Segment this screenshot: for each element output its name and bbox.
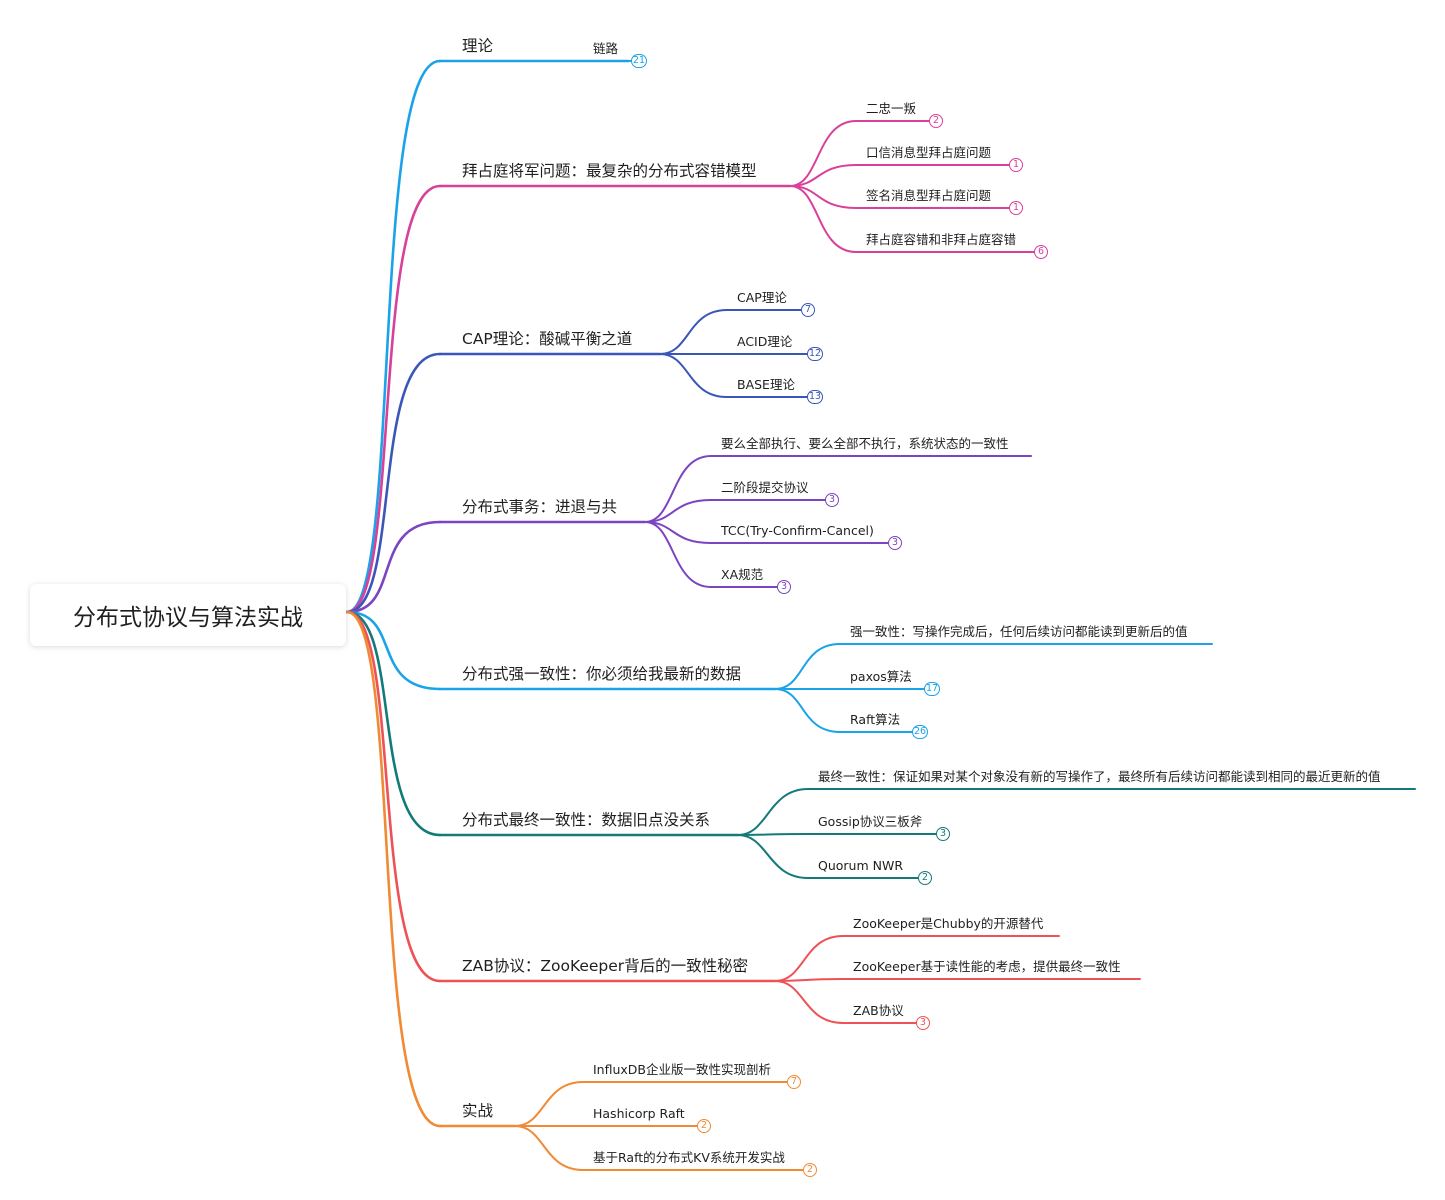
branch-topic-5[interactable]: 分布式强一致性：你必须给我最新的数据 [462,665,742,683]
subtopic-connector [737,834,809,879]
subtopic-label[interactable]: 二阶段提交协议 [721,480,809,495]
collapsed-count-badge[interactable]: 7 [787,1075,801,1089]
branch-connector [345,520,442,614]
subtopic-connector [774,980,844,1024]
subtopic-connector [737,788,809,836]
subtopic-connector [774,688,841,733]
subtopic-label[interactable]: paxos算法 [850,669,912,684]
branch-connector [345,352,442,614]
collapsed-count-badge[interactable]: 2 [803,1163,817,1177]
collapsed-count-badge[interactable]: 3 [888,536,902,550]
subtopic-label[interactable]: XA规范 [721,567,764,582]
collapsed-count-badge[interactable]: 1 [1009,158,1023,172]
branch-topic-2[interactable]: 拜占庭将军问题：最复杂的分布式容错模型 [462,162,757,180]
subtopic-connector [774,643,841,690]
branch-connector [345,610,442,1128]
subtopic-label[interactable]: ZAB协议 [853,1003,904,1018]
subtopic-connector [659,309,728,355]
subtopic-label[interactable]: 最终一致性：保证如果对某个对象没有新的写操作了，最终所有后续访问都能读到相同的最… [818,769,1381,784]
branch-topic-3[interactable]: CAP理论：酸碱平衡之道 [462,330,633,348]
root-topic-label: 分布式协议与算法实战 [73,605,303,631]
subtopic-label[interactable]: ZooKeeper是Chubby的开源替代 [853,916,1044,931]
collapsed-count-badge[interactable]: 2 [697,1119,711,1133]
subtopic-connector [774,978,844,982]
branch-topic-7[interactable]: ZAB协议：ZooKeeper背后的一致性秘密 [462,957,749,975]
branch-connector [345,59,442,614]
collapsed-count-badge[interactable]: 13 [807,390,824,404]
collapsed-count-badge[interactable]: 3 [825,493,839,507]
branch-connector [345,610,442,691]
collapsed-count-badge[interactable]: 3 [936,827,950,841]
subtopic-label[interactable]: 拜占庭容错和非拜占庭容错 [866,232,1017,247]
subtopic-label[interactable]: 强一致性：写操作完成后，任何后续访问都能读到更新后的值 [850,624,1188,639]
branch-connector [345,610,442,983]
subtopic-connector [659,353,728,398]
collapsed-count-badge[interactable]: 21 [631,54,648,68]
subtopic-connector [514,1125,584,1171]
subtopic-label[interactable]: 口信消息型拜占庭问题 [866,145,992,160]
collapsed-count-badge[interactable]: 2 [929,114,943,128]
collapsed-count-badge[interactable]: 17 [924,682,941,696]
subtopic-label[interactable]: Quorum NWR [818,858,904,873]
subtopic-label[interactable]: Raft算法 [850,712,901,727]
collapsed-count-badge[interactable]: 2 [918,871,932,885]
branch-connector [345,610,442,837]
subtopic-label[interactable]: TCC(Try-Confirm-Cancel) [721,523,874,538]
subtopic-connector [789,164,857,187]
subtopic-label[interactable]: 签名消息型拜占庭问题 [866,188,992,203]
subtopic-label[interactable]: 基于Raft的分布式KV系统开发实战 [593,1150,785,1165]
subtopic-label[interactable]: Hashicorp Raft [593,1106,685,1121]
branch-topic-8[interactable]: 实战 [462,1102,494,1120]
subtopic-label[interactable]: BASE理论 [737,377,795,392]
subtopic-connector [644,499,712,523]
subtopic-connector [789,185,857,209]
subtopic-label[interactable]: 要么全部执行、要么全部不执行，系统状态的一致性 [721,436,1009,451]
subtopic-label[interactable]: ACID理论 [737,334,793,349]
subtopic-connector [737,833,809,836]
collapsed-count-badge[interactable]: 12 [807,347,824,361]
subtopic-label[interactable]: 链路 [593,41,619,56]
subtopic-label[interactable]: Gossip协议三板斧 [818,814,923,829]
collapsed-count-badge[interactable]: 7 [801,303,815,317]
collapsed-count-badge[interactable]: 3 [916,1016,930,1030]
branch-topic-4[interactable]: 分布式事务：进退与共 [462,498,618,516]
branch-connector [345,184,442,614]
subtopic-label[interactable]: InfluxDB企业版一致性实现剖析 [593,1062,772,1077]
subtopic-connector [774,935,844,982]
subtopic-connector [789,185,857,253]
collapsed-count-badge[interactable]: 26 [912,725,929,739]
subtopic-label[interactable]: ZooKeeper基于读性能的考虑，提供最终一致性 [853,959,1121,974]
root-topic[interactable]: 分布式协议与算法实战 [30,584,346,646]
subtopic-connector [644,455,712,523]
subtopic-connector [514,1081,584,1127]
branch-topic-1[interactable]: 理论 [462,37,494,55]
subtopic-connector [789,120,857,187]
collapsed-count-badge[interactable]: 1 [1009,201,1023,215]
subtopic-label[interactable]: CAP理论 [737,290,787,305]
collapsed-count-badge[interactable]: 3 [777,580,791,594]
subtopic-label[interactable]: 二忠一叛 [866,101,917,116]
subtopic-connector [644,521,712,544]
subtopic-connector [644,521,712,588]
branch-topic-6[interactable]: 分布式最终一致性：数据旧点没关系 [462,811,711,829]
collapsed-count-badge[interactable]: 6 [1034,245,1048,259]
